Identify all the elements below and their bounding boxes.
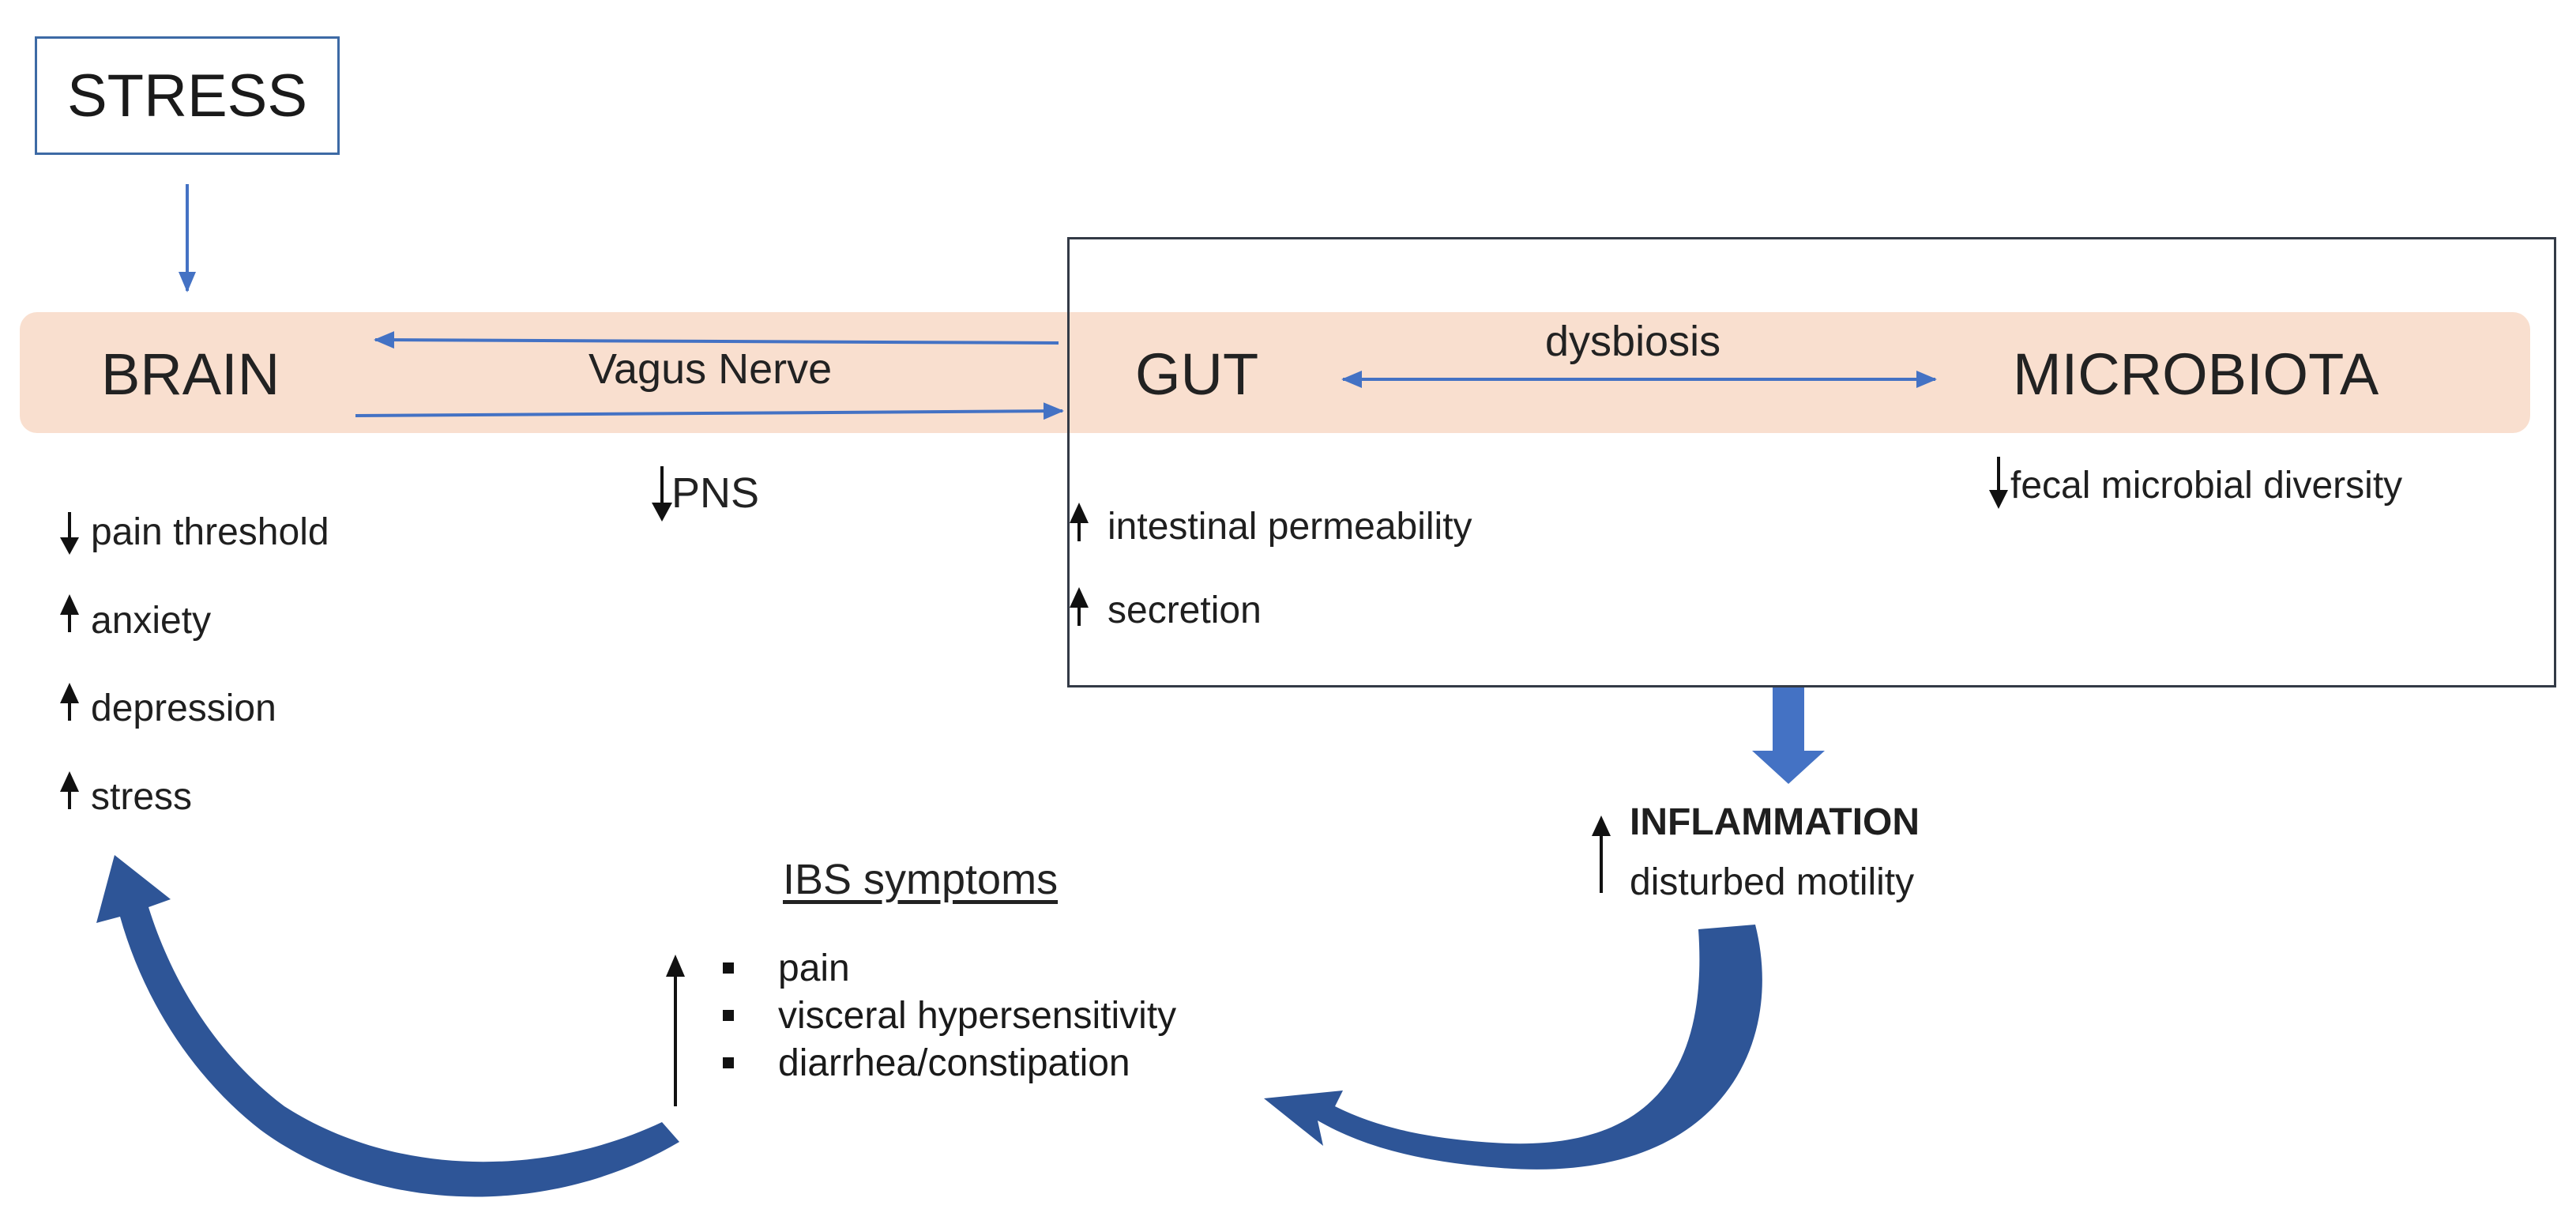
microbiota-label: MICROBIOTA — [2013, 341, 2379, 407]
arrow-down-icon — [60, 512, 79, 555]
ibs-symptom-pain: pain — [778, 947, 850, 989]
arrow-up-icon — [1592, 816, 1611, 893]
brain-to-gut-arrow — [355, 402, 1064, 420]
brain-effect-pain-threshold: pain threshold — [91, 511, 329, 553]
arrow-up-icon — [666, 955, 685, 1106]
microbiota-effect-fecal-diversity: fecal microbial diversity — [2010, 465, 2403, 507]
disturbed-motility-label: disturbed motility — [1630, 861, 1915, 903]
inflammation-to-ibs-curve — [1264, 925, 1762, 1170]
bullet-square-icon — [723, 962, 734, 974]
stress-node: STRESS — [35, 36, 340, 155]
dysbiosis-label: dysbiosis — [1545, 318, 1721, 365]
arrow-up-icon — [60, 594, 79, 632]
arrow-down-icon — [1989, 457, 2008, 509]
ibs-symptom-diarrhea: diarrhea/constipation — [778, 1042, 1130, 1084]
arrow-up-icon — [60, 683, 79, 721]
ibs-to-brain-curve — [96, 855, 679, 1197]
gut-to-inflammation-block-arrow — [1752, 687, 1825, 784]
stress-label: STRESS — [66, 62, 308, 130]
brain-effect-stress: stress — [91, 776, 193, 818]
gut-effect-secretion: secretion — [1107, 590, 1262, 631]
vagus-nerve-label: Vagus Nerve — [589, 345, 833, 393]
gut-to-brain-arrow — [374, 331, 1059, 349]
gut-label: GUT — [1135, 341, 1259, 407]
ibs-symptom-visceral: visceral hypersensitivity — [778, 995, 1177, 1037]
brain-gut-axis-band — [20, 312, 2530, 433]
brain-effect-anxiety: anxiety — [91, 600, 212, 642]
brain-effect-depression: depression — [91, 687, 276, 729]
bullet-square-icon — [723, 1010, 734, 1021]
inflammation-title: INFLAMMATION — [1630, 801, 1920, 843]
brain-label: BRAIN — [101, 341, 280, 407]
arrow-up-icon — [1070, 587, 1089, 626]
bullet-square-icon — [723, 1057, 734, 1068]
gut-effect-intestinal-permeability: intestinal permeability — [1107, 506, 1472, 548]
arrow-up-icon — [60, 771, 79, 809]
arrow-down-icon — [652, 466, 672, 522]
arrow-up-icon — [1070, 503, 1089, 541]
ibs-symptoms-title: IBS symptoms — [783, 856, 1059, 903]
pns-label: PNS — [671, 469, 760, 517]
gut-microbiota-box — [1067, 237, 2556, 687]
